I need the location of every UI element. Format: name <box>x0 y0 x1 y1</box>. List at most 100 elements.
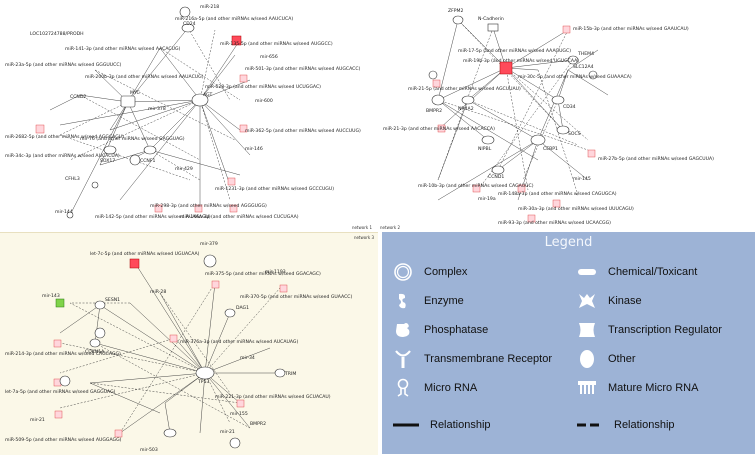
network-3-panel[interactable]: let-7c-5p (and other miRNAs w/seed UGUAC… <box>0 232 378 455</box>
label-sox17: SOX17 <box>100 158 115 164</box>
node-loop-a[interactable] <box>428 70 438 80</box>
node-mir362[interactable] <box>239 124 248 133</box>
node-mir93[interactable] <box>527 214 536 223</box>
node-socs[interactable] <box>556 125 570 135</box>
network-1-graph[interactable]: MYC CD24 LOC102724788/PRODH miR-218 miR-… <box>0 0 378 232</box>
node-mir503-loop[interactable] <box>229 437 241 449</box>
network-3-nodes[interactable] <box>53 254 288 449</box>
node-zfpm2[interactable] <box>452 15 464 25</box>
solid-line-icon <box>393 423 419 427</box>
node-mir135[interactable] <box>231 35 242 46</box>
label-mir21: mir-21 <box>30 417 45 423</box>
label-mir15b: miR-15b-3p (and other miRNAs w/seed GAAU… <box>573 26 689 32</box>
node-myc[interactable] <box>120 95 136 108</box>
network-2-graph[interactable]: ZFPM2 N-Cadherin miR-15b-3p (and other m… <box>378 0 755 232</box>
label-zfpm2: ZFPM2 <box>448 8 464 14</box>
complex-icon <box>394 263 412 281</box>
node-mir10b[interactable] <box>472 184 481 193</box>
label-mir1193: mir-1193 <box>265 269 286 275</box>
node-mir21-left[interactable] <box>54 410 63 419</box>
network-2-nodes[interactable] <box>428 15 598 223</box>
node-ccnd1[interactable] <box>491 165 505 175</box>
label-mir362: miR-362-5p (and other miRNAs w/seed AUCC… <box>245 128 361 134</box>
label-prodh: LOC102724788/PRODH <box>30 31 84 37</box>
node-bmpr2[interactable] <box>163 428 177 438</box>
node-mir375[interactable] <box>211 280 220 289</box>
label-mir17: miR-17-5p (and other miRNAs w/seed AAAGU… <box>458 48 571 54</box>
node-mir1231[interactable] <box>227 177 236 186</box>
node-agt[interactable] <box>191 93 209 107</box>
node-mir27b[interactable] <box>587 149 596 158</box>
node-mir509[interactable] <box>114 429 123 438</box>
node-mir144[interactable] <box>66 211 74 219</box>
network-2-panel[interactable]: ZFPM2 N-Cadherin miR-15b-3p (and other m… <box>378 0 755 232</box>
label-mir501: miR-501-3p (and other miRNAs w/seed AUGC… <box>245 66 361 72</box>
network-1-panel[interactable]: MYC CD24 LOC102724788/PRODH miR-218 miR-… <box>0 0 379 232</box>
node-mir17[interactable] <box>499 61 513 75</box>
legend-label-mature-microrna: Mature Micro RNA <box>608 382 699 394</box>
node-mir214[interactable] <box>53 339 62 348</box>
node-mir142[interactable] <box>154 204 163 213</box>
legend-label-complex: Complex <box>424 266 468 278</box>
micro-rna-icon <box>397 378 409 397</box>
node-ncad[interactable] <box>487 23 499 32</box>
legend-panel: Legend Complex Chemical/Toxicant Enzyme … <box>382 232 755 454</box>
node-mir30a[interactable] <box>552 199 561 208</box>
node-sox17[interactable] <box>103 145 117 155</box>
node-mir221[interactable] <box>236 399 245 408</box>
node-let7c[interactable] <box>129 258 140 269</box>
node-sesn1[interactable] <box>94 300 106 310</box>
node-mir298[interactable] <box>194 204 203 213</box>
label-mir142: miR-142-5p (and other miRNAs w/seed AUAA… <box>95 214 211 220</box>
node-cd24[interactable] <box>181 23 195 33</box>
node-loop-a[interactable] <box>94 327 106 339</box>
node-mir370[interactable] <box>279 284 288 293</box>
node-them4[interactable] <box>567 55 579 65</box>
node-mir146a[interactable] <box>229 204 238 213</box>
label-let7a: let-7a-5p (and other miRNAs w/seed GAGGU… <box>5 389 116 395</box>
node-mir15b[interactable] <box>562 25 571 34</box>
node-mir218-loop[interactable] <box>179 6 191 18</box>
legend-label-transmembrane: Transmembrane Receptor <box>424 353 552 365</box>
node-mir2682[interactable] <box>35 124 45 134</box>
node-dag1[interactable] <box>224 308 236 318</box>
label-cdkn1a: CDKN1A <box>85 349 105 355</box>
node-cdkn1a[interactable] <box>89 338 101 348</box>
node-nr4a2[interactable] <box>461 95 475 105</box>
node-nipbl[interactable] <box>481 135 495 145</box>
label-mir10b: miR-10b-3p (and other miRNAs w/seed CAGA… <box>418 183 534 189</box>
node-trim[interactable] <box>274 368 286 378</box>
node-mir379-loop[interactable] <box>203 254 217 268</box>
node-cfhl3[interactable] <box>91 181 99 189</box>
node-mir628[interactable] <box>239 74 248 83</box>
label-mir218: miR-218 <box>200 4 219 10</box>
node-ccnf1[interactable] <box>143 145 157 155</box>
legend-item-relationship-solid: Relationship <box>390 414 491 436</box>
node-cd34[interactable] <box>551 95 565 105</box>
label-mir93: miR-93-3p (and other miRNAs w/seed UCAAC… <box>498 220 611 226</box>
node-loop-b[interactable] <box>588 70 598 80</box>
node-mir143[interactable] <box>55 298 65 308</box>
node-mir148[interactable] <box>517 184 526 193</box>
node-loop-b[interactable] <box>59 375 71 387</box>
mature-micro-rna-icon <box>578 381 596 394</box>
node-mir21b[interactable] <box>437 124 446 133</box>
label-mir200b: miR-200b-3p (and other miRNAs w/seed AAU… <box>85 74 204 80</box>
network-3-graph[interactable]: let-7c-5p (and other miRNAs w/seed UGUAC… <box>0 233 378 455</box>
label-mir27b: miR-27b-5p (and other miRNAs w/seed GAGC… <box>598 156 714 162</box>
node-mir21[interactable] <box>432 79 441 88</box>
label-slc12a4: SLC12A4 <box>573 64 594 70</box>
network-1-label: network 1 <box>351 225 372 230</box>
network-1-nodes[interactable] <box>35 6 248 219</box>
node-mir376a[interactable] <box>169 334 178 343</box>
legend-item-kinase: Kinase <box>574 290 642 312</box>
label-them4: THEM4 <box>577 51 594 57</box>
node-tp53[interactable] <box>195 366 215 380</box>
label-mir298: miR-298-3p (and other miRNAs w/seed AGGG… <box>150 203 267 209</box>
network-3-edges <box>59 262 281 434</box>
node-bmpr2[interactable] <box>431 94 445 106</box>
legend-label-relationship-dashed: Relationship <box>614 419 675 431</box>
label-mir30a: miR-30a-3p (and other miRNAs w/seed UUUC… <box>518 206 634 212</box>
node-cebp[interactable] <box>530 134 546 146</box>
node-mir429-loop[interactable] <box>129 154 141 166</box>
